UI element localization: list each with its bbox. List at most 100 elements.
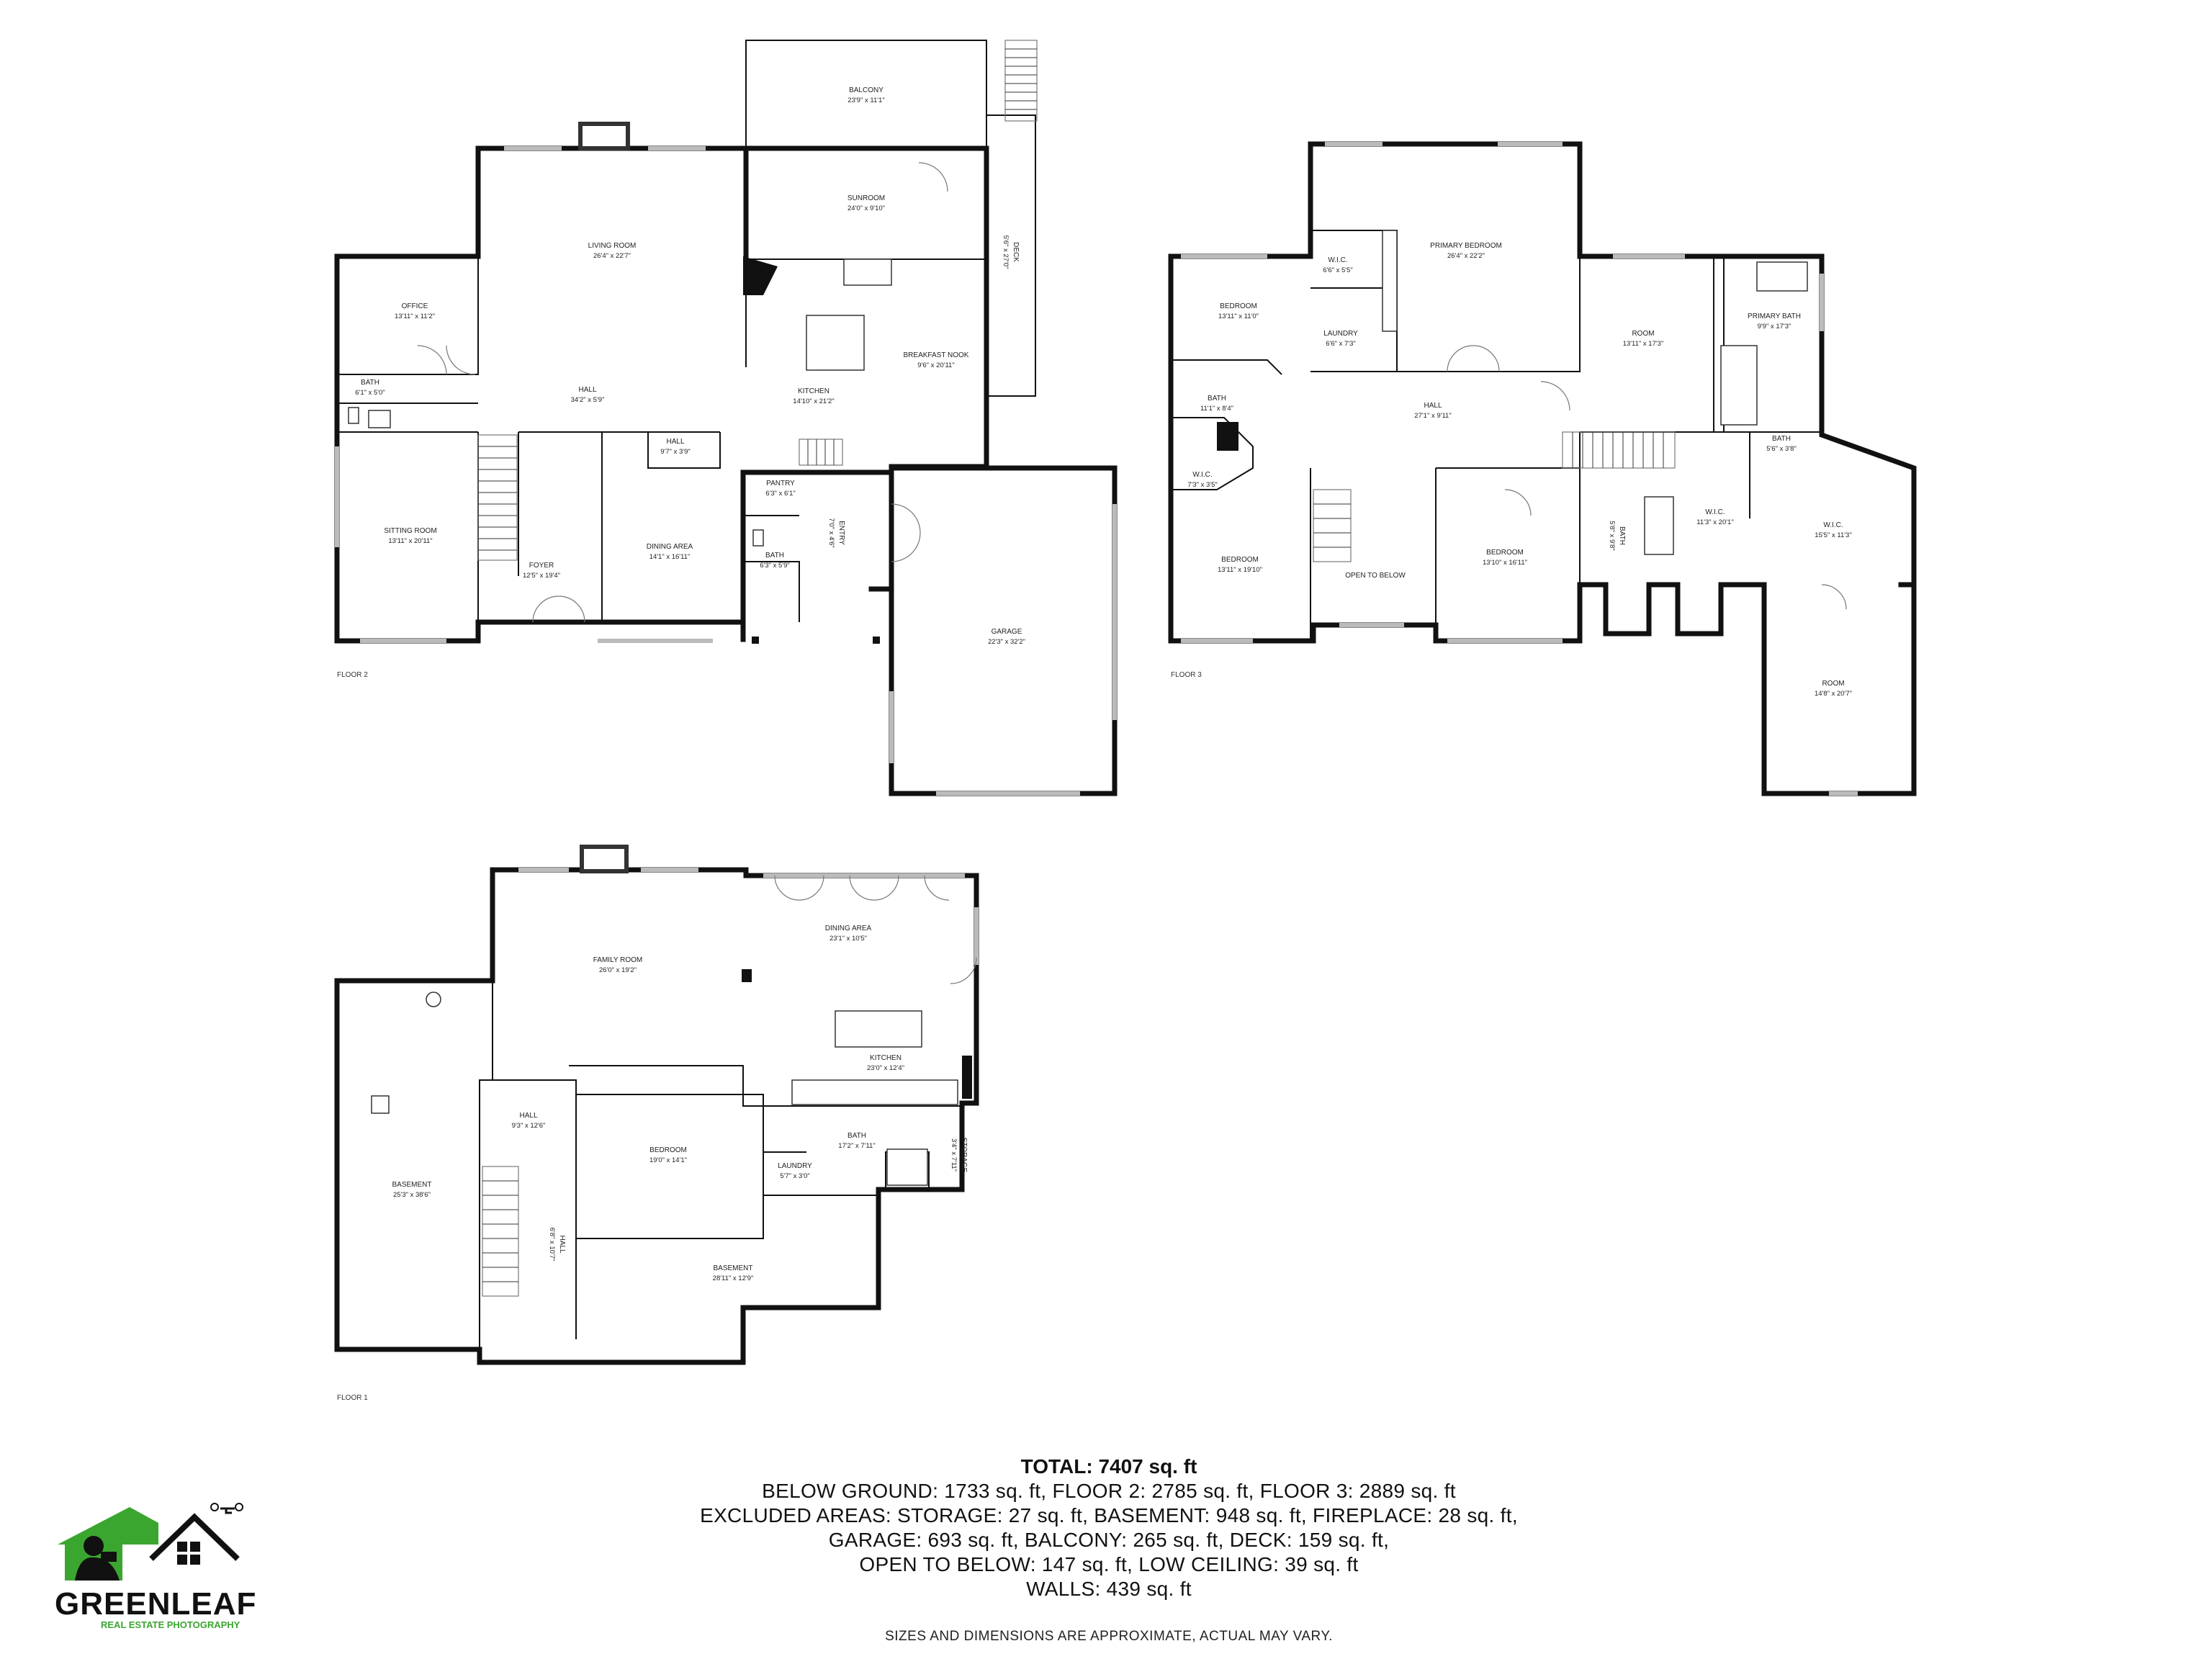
room-dim: 13'11" x 20'11" (388, 537, 432, 545)
room-dim: 6'3" x 6'1" (765, 490, 796, 498)
room-dim: 6'8" x 10'7" (548, 1228, 556, 1262)
room-dim: 19'0" x 14'1" (649, 1156, 687, 1164)
closet-shelves (1382, 230, 1398, 332)
room-name: LIVING ROOM (588, 242, 637, 250)
room-dim: 6'6" x 7'3" (1326, 340, 1356, 348)
room-dim: 22'3" x 32'2" (988, 638, 1025, 646)
room-name: ROOM (1632, 330, 1654, 338)
floor-2-label: FLOOR 2 (337, 671, 368, 679)
house-photographer-icon (58, 1503, 243, 1581)
room-dim: 15'5" x 11'3" (1815, 531, 1851, 539)
floor-3-labels: PRIMARY BEDROOM 26'4" x 22'2" W.I.C. 6'6… (1171, 242, 1852, 698)
room-dim: 28'11" x 12'9" (713, 1274, 754, 1282)
floor-1-stairs (482, 1166, 519, 1297)
floor-2-plan: BALCONY 23'9" x 11'1" SUNROOM 24'0" x 9'… (334, 40, 1118, 796)
room-name: BASEMENT (713, 1264, 752, 1272)
room-dim: 34'2" x 5'9" (571, 396, 605, 404)
room-name: PRIMARY BATH (1748, 313, 1801, 320)
room-dim: 5'6" x 27'0" (1002, 235, 1010, 269)
room-name: GARAGE (992, 628, 1022, 636)
room-name: KITCHEN (798, 387, 830, 395)
floor-1-interior-walls (479, 981, 962, 1349)
room-name: HALL (666, 438, 684, 446)
room-dim: 14'10" x 21'2" (793, 397, 834, 405)
room-dim: 7'3" x 3'5" (1187, 481, 1218, 489)
floor-3-interior-walls (1171, 230, 1822, 641)
room-name: SUNROOM (848, 194, 885, 202)
room-name: OFFICE (402, 302, 428, 310)
toilet-icon (348, 407, 359, 424)
room-name: ENTRY (837, 521, 845, 545)
summary-line: EXCLUDED AREAS: STORAGE: 27 sq. ft, BASE… (700, 1504, 1518, 1527)
room-dim: 9'9" x 17'3" (1758, 323, 1791, 331)
room-dim: 6'3" x 5'9" (760, 562, 790, 570)
floor-1-doors (774, 875, 977, 984)
room-name: BATH (1772, 435, 1791, 443)
deck-stairs (1004, 40, 1038, 122)
room-name: HALL (558, 1235, 566, 1253)
kitchen-corner-counter (743, 256, 778, 295)
kitchen-counter (791, 1079, 958, 1105)
kitchen-counter (843, 258, 892, 286)
room-name: HALL (1424, 402, 1442, 410)
room-name: BATH (1618, 526, 1626, 545)
room-name: W.I.C. (1328, 256, 1347, 264)
room-name: FAMILY ROOM (593, 956, 643, 964)
room-name: ROOM (1822, 680, 1844, 688)
room-dim: 7'0" x 4'6" (827, 518, 835, 548)
room-dim: 11'3" x 20'1" (1696, 518, 1733, 526)
fireplace-icon (578, 122, 630, 150)
bathtub-icon (1756, 261, 1808, 292)
room-dim: 26'4" x 22'2" (1447, 252, 1485, 260)
shower-icon (886, 1148, 928, 1186)
room-dim: 27'1" x 9'11" (1414, 412, 1451, 420)
summary-line: BELOW GROUND: 1733 sq. ft, FLOOR 2: 2785… (762, 1480, 1456, 1502)
logo-brand: GREENLEAF (55, 1586, 257, 1622)
water-heater-icon (426, 992, 441, 1007)
room-name: BEDROOM (1220, 302, 1257, 310)
area-summary: TOTAL: 7407 sq. ft BELOW GROUND: 1733 sq… (677, 1455, 1541, 1601)
room-name: BATH (848, 1132, 866, 1140)
room-name: HALL (578, 386, 596, 394)
balcony-outline (745, 40, 987, 149)
room-name: DINING AREA (647, 543, 693, 551)
room-dim: 26'4" x 22'7" (593, 252, 631, 260)
floor-2-doors (417, 162, 948, 623)
room-dim: 13'11" x 19'10" (1218, 566, 1262, 574)
floor-3-windows (1181, 142, 1858, 796)
room-dim: 9'6" x 20'11" (917, 361, 954, 369)
toilet-icon-2 (752, 529, 764, 547)
room-name: BATH (765, 552, 784, 559)
room-name: PRIMARY BEDROOM (1430, 242, 1502, 250)
floor-2-interior-walls (337, 256, 986, 641)
floor-2-labels: BALCONY 23'9" x 11'1" SUNROOM 24'0" x 9'… (337, 86, 1025, 679)
room-name: BALCONY (849, 86, 884, 94)
floor-1-labels: FAMILY ROOM 26'0" x 19'2" DINING AREA 23… (337, 925, 968, 1402)
room-dim: 5'6" x 3'8" (1766, 445, 1797, 453)
room-dim: 9'3" x 12'6" (512, 1122, 546, 1130)
floor-2-stairs (477, 434, 843, 561)
room-dim: 23'0" x 12'4" (867, 1064, 904, 1072)
floor-1-exterior-wall (334, 867, 979, 1365)
room-dim: 26'0" x 19'2" (599, 966, 637, 974)
floor-1-plan: FAMILY ROOM 26'0" x 19'2" DINING AREA 23… (334, 845, 979, 1402)
greenleaf-logo: GREENLEAF REAL ESTATE PHOTOGRAPHY (50, 1501, 256, 1631)
fireplace-icon (580, 845, 629, 873)
floor-3-label: FLOOR 3 (1171, 671, 1202, 679)
utility-box (371, 1095, 390, 1114)
room-name: W.I.C. (1823, 521, 1843, 529)
room-name: DINING AREA (825, 925, 872, 932)
room-name: SITTING ROOM (384, 527, 436, 535)
floor-3-chimney (1217, 422, 1238, 451)
floor-2-column (752, 637, 759, 644)
floor-3-plan: PRIMARY BEDROOM 26'4" x 22'2" W.I.C. 6'6… (1168, 141, 1917, 796)
room-name: W.I.C. (1192, 471, 1212, 479)
floor-2-column-2 (873, 637, 880, 644)
room-name: W.I.C. (1705, 508, 1725, 516)
sink-icon (368, 410, 391, 428)
floor-1-label: FLOOR 1 (337, 1394, 368, 1402)
total-area: TOTAL: 7407 sq. ft (1020, 1455, 1197, 1478)
floor-1-column (742, 969, 752, 982)
logo-tagline: REAL ESTATE PHOTOGRAPHY (101, 1619, 240, 1630)
